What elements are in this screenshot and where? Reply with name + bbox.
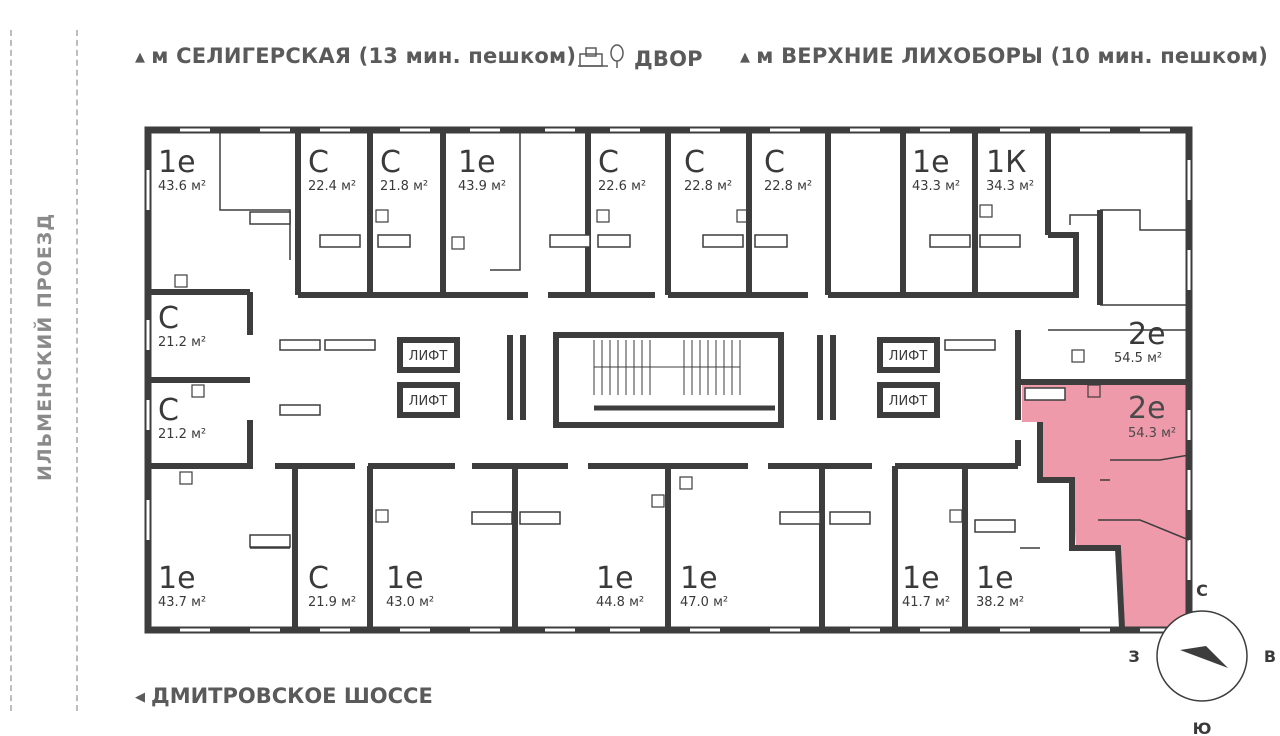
apartment-type: С (308, 561, 329, 596)
apartment-type: С (764, 145, 785, 180)
apartment-type: С (308, 145, 329, 180)
apartment-1k-343[interactable]: 1К 34.3 м² (986, 145, 1034, 194)
apartment-type: 2е (1128, 391, 1166, 426)
apartment-area: 21.2 м² (158, 335, 206, 350)
apartment-area: 47.0 м² (680, 595, 728, 610)
compass-north: С (1196, 581, 1208, 600)
apartment-area: 43.6 м² (158, 179, 206, 194)
left-dashed-line-outer (10, 30, 12, 711)
apartment-area: 54.3 м² (1128, 426, 1176, 441)
direction-arrow-icon: ▲ (135, 50, 146, 65)
apartment-area: 43.9 м² (458, 179, 506, 194)
lift-label: ЛИФТ (889, 349, 928, 364)
apartment-area: 22.6 м² (598, 179, 646, 194)
lift-label: ЛИФТ (889, 394, 928, 409)
compass-south: Ю (1193, 719, 1212, 736)
left-dashed-line-inner (76, 30, 78, 711)
compass: С Ю З В (1128, 581, 1276, 736)
apartment-1e-430[interactable]: 1е 43.0 м² (386, 561, 434, 610)
apartment-s-228b[interactable]: С 22.8 м² (764, 145, 812, 194)
apartment-2e-545[interactable]: 2е 54.5 м² (1114, 317, 1166, 366)
direction-arrow-icon: ▲ (740, 50, 751, 65)
apartment-2e-543-highlighted[interactable]: 2е 54.3 м² (1128, 391, 1176, 441)
apartment-s-226[interactable]: С 22.6 м² (598, 145, 646, 194)
apartment-area: 22.8 м² (764, 179, 812, 194)
apartment-type: 1е (386, 561, 424, 596)
apartment-1e-448[interactable]: 1е 44.8 м² (596, 561, 644, 610)
yard-text: ДВОР (634, 47, 703, 71)
apartment-s-212a[interactable]: С 21.2 м² (158, 301, 206, 350)
apartment-type: С (158, 301, 179, 336)
apartment-type: 1К (986, 145, 1026, 180)
highway-label: ◀ ДМИТРОВСКОЕ ШОССЕ (135, 684, 433, 708)
apartment-type: 1е (158, 145, 196, 180)
apartment-area: 43.7 м² (158, 595, 206, 610)
apartment-s-212b[interactable]: С 21.2 м² (158, 393, 206, 442)
apartment-area: 38.2 м² (976, 595, 1024, 610)
apartment-type: 1е (458, 145, 496, 180)
apartment-s-219[interactable]: С 21.9 м² (308, 561, 356, 610)
compass-needle-icon (1180, 646, 1228, 668)
yard-label: ДВОР (578, 44, 703, 71)
apartment-area: 41.7 м² (902, 595, 950, 610)
apartment-area: 21.8 м² (380, 179, 428, 194)
apartment-type: 1е (912, 145, 950, 180)
highway-text: ДМИТРОВСКОЕ ШОССЕ (151, 684, 433, 708)
lift-label: ЛИФТ (409, 349, 448, 364)
apartment-1e-439[interactable]: 1е 43.9 м² (458, 145, 506, 194)
metro-left-text: м СЕЛИГЕРСКАЯ (13 мин. пешком) (151, 44, 577, 68)
apartment-area: 21.2 м² (158, 427, 206, 442)
apartment-area: 43.0 м² (386, 595, 434, 610)
apartment-1e-437[interactable]: 1е 43.7 м² (158, 561, 206, 610)
apartment-type: 1е (158, 561, 196, 596)
metro-right-text: м ВЕРХНИЕ ЛИХОБОРЫ (10 мин. пешком) (756, 44, 1269, 68)
metro-left-label: ▲ м СЕЛИГЕРСКАЯ (13 мин. пешком) (135, 44, 576, 68)
apartment-type: С (598, 145, 619, 180)
apartment-type: С (158, 393, 179, 428)
metro-right-label: ▲ м ВЕРХНИЕ ЛИХОБОРЫ (10 мин. пешком) (740, 44, 1268, 68)
apartment-area: 44.8 м² (596, 595, 644, 610)
apartment-type: 1е (902, 561, 940, 596)
apartment-type: С (380, 145, 401, 180)
apartment-1e-382[interactable]: 1е 38.2 м² (976, 561, 1024, 610)
apartment-type: 1е (680, 561, 718, 596)
yard-icon (578, 44, 626, 70)
apartment-area: 34.3 м² (986, 179, 1034, 194)
compass-west: З (1128, 647, 1139, 666)
apartment-area: 21.9 м² (308, 595, 356, 610)
apartment-s-218[interactable]: С 21.8 м² (380, 145, 428, 194)
apartment-s-224[interactable]: С 22.4 м² (308, 145, 356, 194)
apartment-type: 1е (596, 561, 634, 596)
lift-label: ЛИФТ (409, 394, 448, 409)
apartment-area: 22.8 м² (684, 179, 732, 194)
apartment-1e-470[interactable]: 1е 47.0 м² (680, 561, 728, 610)
apartment-type: С (684, 145, 705, 180)
apartment-s-228a[interactable]: С 22.8 м² (684, 145, 732, 194)
highlighted-apartment-fill[interactable] (1022, 385, 1188, 628)
direction-arrow-left-icon: ◀ (135, 690, 145, 705)
apartment-area: 54.5 м² (1114, 351, 1162, 366)
apartment-1e-436[interactable]: 1е 43.6 м² (158, 145, 206, 194)
apartment-area: 43.3 м² (912, 179, 960, 194)
apartment-area: 22.4 м² (308, 179, 356, 194)
apartment-type: 2е (1128, 317, 1166, 352)
apartment-type: 1е (976, 561, 1014, 596)
compass-east: В (1264, 647, 1276, 666)
apartment-1e-433[interactable]: 1е 43.3 м² (912, 145, 960, 194)
apartment-1e-417[interactable]: 1е 41.7 м² (902, 561, 950, 610)
